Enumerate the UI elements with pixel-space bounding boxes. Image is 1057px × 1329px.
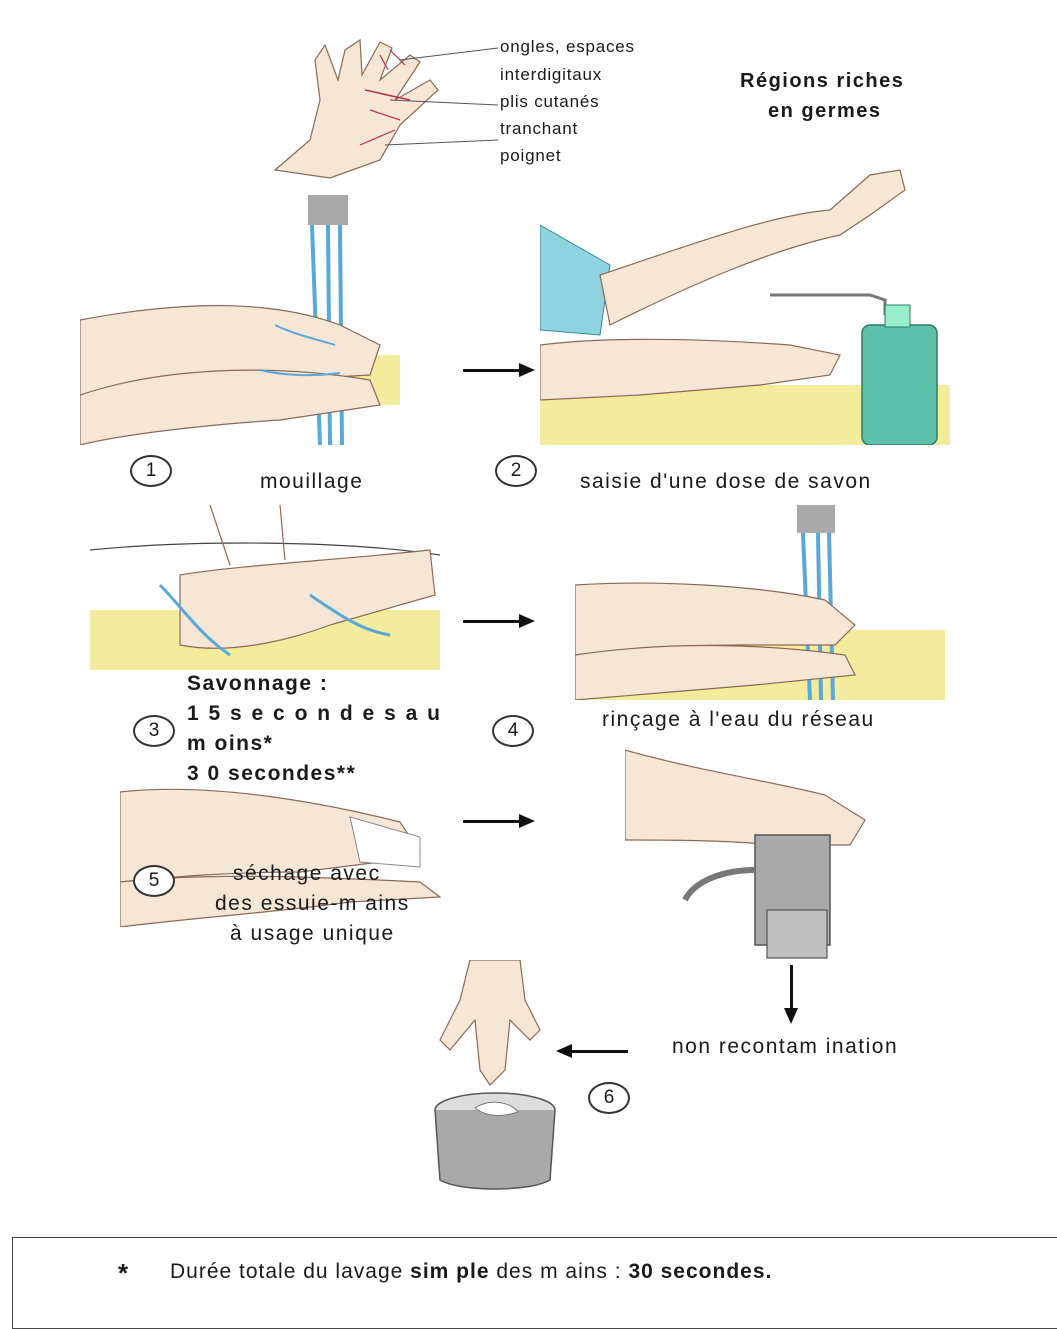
step3-label-line2: 1 5 s e c o n d e s a u <box>187 702 442 726</box>
step-number-2: 2 <box>495 455 537 487</box>
step3-label-line1: Savonnage : <box>187 672 328 696</box>
arrow-to-bin <box>560 1050 628 1053</box>
step2-illustration <box>540 155 950 445</box>
arrow-down-dispenser <box>790 965 793 1020</box>
step5-label-line2: des essuie-m ains <box>215 892 410 916</box>
step-number-6: 6 <box>588 1082 630 1114</box>
germ-label-ongles: ongles, espaces <box>500 37 635 57</box>
step5-label-line1: séchage avec <box>233 862 381 886</box>
germ-regions-title-1: Régions riches <box>740 70 904 93</box>
step-number-3: 3 <box>133 715 175 747</box>
step2-label: saisie d'une dose de savon <box>580 470 872 494</box>
dispenser-illustration <box>625 750 890 960</box>
step3-label-line3: m oins* <box>187 732 273 756</box>
germ-regions-title-2: en germes <box>768 100 882 123</box>
footnote-text: Durée totale du lavage sim ple des m ain… <box>170 1260 772 1284</box>
step1-illustration <box>80 195 400 445</box>
step1-label: mouillage <box>260 470 363 494</box>
step-number-5: 5 <box>133 865 175 897</box>
arrow-3-to-4 <box>463 620 531 623</box>
step4-illustration <box>575 505 945 700</box>
germ-label-tranchant: tranchant <box>500 119 578 139</box>
step6-label: non recontam ination <box>672 1035 898 1059</box>
footnote-text-bold: sim ple <box>410 1260 489 1283</box>
germ-pointer-lines <box>380 30 510 160</box>
step5-label-line3: à usage unique <box>230 922 395 946</box>
step-number-1: 1 <box>130 455 172 487</box>
step4-label: rinçage à l'eau du réseau <box>602 708 875 732</box>
step6-hand-illustration <box>430 960 560 1090</box>
footnote-text-pre: Durée totale du lavage <box>170 1260 403 1283</box>
germ-label-interdigitaux: interdigitaux <box>500 65 602 85</box>
footnote-star: * <box>118 1258 128 1289</box>
step-number-4: 4 <box>492 715 534 747</box>
arrow-1-to-2 <box>463 369 531 372</box>
footnote-text-mid: des m ains : <box>496 1260 621 1283</box>
bin-illustration <box>430 1090 560 1195</box>
footnote-text-end: 30 secondes. <box>628 1260 772 1283</box>
step3-illustration <box>90 505 440 670</box>
arrow-5-to-soap <box>463 820 531 823</box>
germ-label-plis: plis cutanés <box>500 92 599 112</box>
